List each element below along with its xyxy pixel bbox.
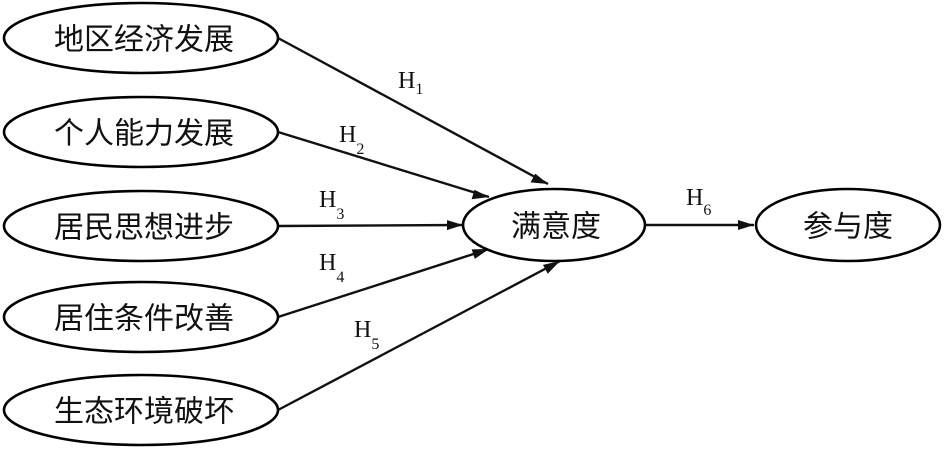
- arrow-h4-head: [471, 249, 489, 259]
- label-h4-subscript: 4: [336, 269, 344, 286]
- node-regional-economy-label: 地区经济发展: [54, 23, 234, 58]
- node-participation: 参与度: [754, 187, 942, 263]
- arrow-h6-head: [738, 220, 754, 230]
- edge-h4: [277, 247, 490, 319]
- label-h3: H3: [319, 187, 344, 223]
- arrow-h1-head: [530, 173, 548, 184]
- edge-h3: [277, 223, 464, 228]
- label-h3-letter: H: [319, 187, 336, 213]
- edges: [277, 36, 754, 412]
- node-satisfaction: 满意度: [461, 187, 647, 263]
- node-resident-thought-label: 居民思想进步: [54, 211, 234, 246]
- label-h1: H1: [398, 68, 423, 98]
- node-living-conditions: 居住条件改善: [2, 280, 280, 354]
- label-h3-subscript: 3: [336, 206, 344, 223]
- node-living-conditions-label: 居住条件改善: [54, 302, 234, 337]
- label-h6-subscript: 6: [703, 202, 711, 219]
- node-participation-label: 参与度: [803, 210, 893, 245]
- arrow-h3-head: [447, 220, 463, 231]
- arrow-h5-head: [543, 261, 560, 274]
- node-regional-economy: 地区经济发展: [2, 1, 280, 75]
- label-h2: H2: [339, 122, 364, 158]
- edge-h1: [277, 36, 549, 186]
- label-h6-letter: H: [686, 185, 703, 211]
- node-resident-thought-ellipse: [2, 189, 280, 263]
- node-participation-ellipse: [754, 187, 942, 263]
- node-satisfaction-label: 满意度: [511, 210, 601, 245]
- node-ecological-damage: 生态环境破坏: [2, 373, 280, 447]
- node-satisfaction-ellipse: [461, 187, 647, 263]
- edge-h2: [277, 130, 490, 199]
- label-h5: H5: [354, 317, 379, 353]
- label-h5-letter: H: [354, 317, 371, 343]
- node-ecological-damage-label: 生态环境破坏: [54, 395, 234, 430]
- label-h4-letter: H: [319, 250, 336, 276]
- edge-h5: [277, 259, 561, 412]
- label-h2-letter: H: [339, 122, 356, 148]
- label-h6: H6: [686, 185, 711, 219]
- node-ecological-damage-ellipse: [2, 373, 280, 447]
- node-living-conditions-ellipse: [2, 280, 280, 354]
- label-h4: H4: [319, 250, 344, 286]
- label-h1-subscript: 1: [415, 81, 423, 98]
- node-personal-ability: 个人能力发展: [2, 95, 280, 169]
- arrow-h2-head: [471, 189, 489, 200]
- label-h2-subscript: 2: [356, 141, 364, 158]
- node-personal-ability-ellipse: [2, 95, 280, 169]
- edge-labels: H1 H2 H3 H4 H5 H6: [319, 68, 711, 353]
- node-regional-economy-ellipse: [2, 1, 280, 75]
- node-personal-ability-label: 个人能力发展: [54, 117, 234, 152]
- label-h5-subscript: 5: [371, 336, 379, 353]
- node-resident-thought: 居民思想进步: [2, 189, 280, 263]
- label-h1-letter: H: [398, 68, 415, 94]
